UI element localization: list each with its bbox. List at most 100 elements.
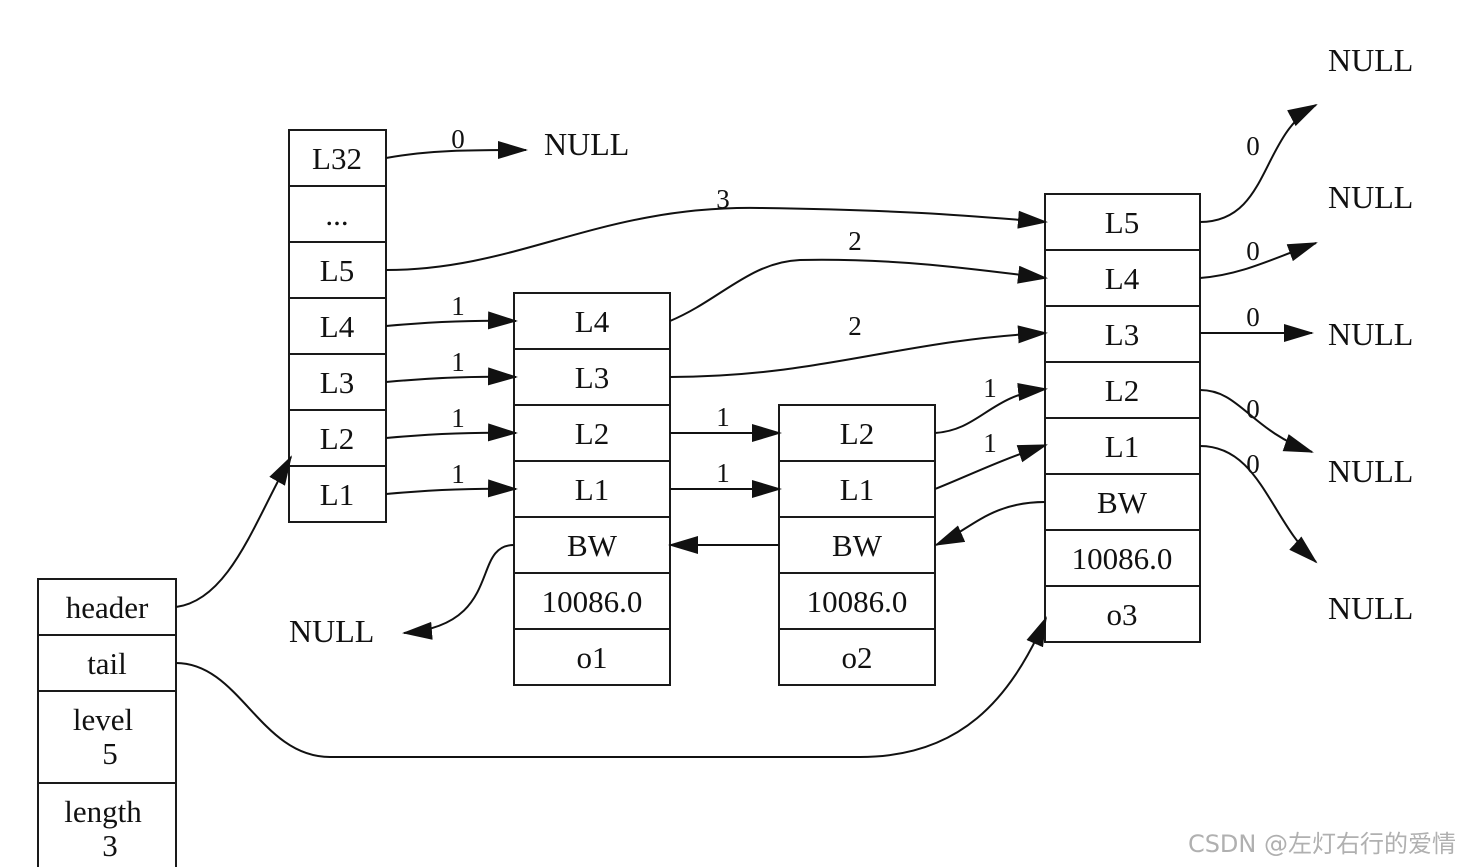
- node-o3-level-label: L4: [1105, 261, 1140, 296]
- backward-arrow: [934, 501, 1046, 546]
- node-o1-backward-label: BW: [567, 528, 618, 563]
- node-o3-level-label: L3: [1105, 317, 1139, 352]
- span-label: 0: [1246, 449, 1260, 479]
- node-o2-backward-cell: [778, 516, 936, 574]
- span-label: 3: [716, 184, 730, 214]
- forward-arrow: [385, 206, 1048, 271]
- node-o3-backward-label: BW: [1097, 485, 1148, 520]
- zskiplist-length-label: length: [64, 794, 142, 829]
- zskiplist-struct: header tail level 5 length 3: [37, 578, 177, 867]
- span-label: 1: [451, 459, 465, 489]
- node-o3-obj: o3: [1107, 597, 1138, 632]
- zskiplist-tail-label: tail: [87, 646, 127, 681]
- node-o1-score-cell: [513, 572, 671, 630]
- header-node-level-label: L4: [320, 309, 355, 344]
- null-label: NULL: [1328, 316, 1413, 352]
- node-o2-score: 10086.0: [807, 584, 908, 619]
- node-o1-obj-cell: [513, 628, 671, 686]
- node-o1-level-cell: [513, 348, 671, 406]
- edges: [175, 104, 1318, 758]
- tail-pointer-arrow: [175, 616, 1047, 758]
- node-o1-level-label: L2: [575, 416, 609, 451]
- watermark: CSDN @左灯右行的爱情: [1187, 830, 1456, 858]
- forward-arrow: [1199, 445, 1318, 564]
- zskiplist-tail-cell: [37, 634, 177, 692]
- forward-arrow: [385, 423, 518, 442]
- header-node-level-label: L1: [320, 477, 354, 512]
- header-node-level-label: ...: [325, 197, 348, 232]
- zskiplist-length-cell: [37, 782, 177, 867]
- span-labels: 0 3 1 1 1 1 2 2 1 1 1 1 0 0 0 0 0: [451, 124, 1260, 489]
- forward-arrow: [669, 258, 1048, 322]
- node-o3: L5 L4 L3 L2 L1 BW 10086.0 o3: [1044, 193, 1201, 643]
- node-o3-obj-cell: [1044, 585, 1201, 643]
- node-o3-level-label: L1: [1105, 429, 1139, 464]
- null-label: NULL: [1328, 42, 1413, 78]
- span-label: 0: [1246, 131, 1260, 161]
- node-o1: L4 L3 L2 L1 BW 10086.0 o1: [513, 292, 671, 686]
- span-label: 0: [1246, 302, 1260, 332]
- null-label: NULL: [1328, 453, 1413, 489]
- forward-arrow: [385, 311, 518, 330]
- span-label: 1: [451, 403, 465, 433]
- header-node-level-cell: [288, 241, 387, 299]
- node-o3-score: 10086.0: [1072, 541, 1173, 576]
- forward-arrow: [1199, 104, 1318, 223]
- span-label: 2: [848, 226, 862, 256]
- zskiplist-header-cell: [37, 578, 177, 636]
- node-o3-level-cell: [1044, 417, 1201, 475]
- node-o2: L2 L1 BW 10086.0 o2: [778, 404, 936, 686]
- node-o1-level-label: L3: [575, 360, 609, 395]
- node-o3-level-cell: [1044, 249, 1201, 307]
- header-node: L32 ... L5 L4 L3 L2 L1: [288, 129, 387, 523]
- node-o2-obj-cell: [778, 628, 936, 686]
- forward-arrow: [669, 325, 1048, 378]
- forward-arrow: [385, 367, 518, 386]
- header-node-level-label: L5: [320, 253, 354, 288]
- forward-arrow: [1199, 389, 1314, 453]
- null-label: NULL: [289, 613, 374, 649]
- node-o3-backward-cell: [1044, 473, 1201, 531]
- header-node-level-cell: [288, 465, 387, 523]
- node-o3-score-cell: [1044, 529, 1201, 587]
- null-label: NULL: [544, 126, 629, 162]
- zskiplist-length-value: 3: [102, 828, 118, 863]
- header-node-level-label: L32: [312, 141, 362, 176]
- node-o2-level-label: L1: [840, 472, 874, 507]
- zskiplist-level-label: level: [73, 702, 133, 737]
- span-label: 0: [451, 124, 465, 154]
- node-o3-level-label: L2: [1105, 373, 1139, 408]
- header-node-level-cell: [288, 129, 387, 187]
- span-label: 1: [451, 291, 465, 321]
- header-pointer-arrow: [175, 455, 292, 608]
- header-node-level-label: L3: [320, 365, 354, 400]
- null-label: NULL: [1328, 179, 1413, 215]
- forward-arrow: [385, 479, 518, 498]
- span-label: 2: [848, 311, 862, 341]
- node-o1-score: 10086.0: [542, 584, 643, 619]
- null-label: NULL: [1328, 590, 1413, 626]
- zskiplist-level-value: 5: [102, 736, 118, 771]
- span-label: 1: [716, 458, 730, 488]
- header-node-level-label: L2: [320, 421, 354, 456]
- span-label: 0: [1246, 236, 1260, 266]
- node-o2-level-cell: [778, 460, 936, 518]
- forward-arrow: [1199, 242, 1318, 279]
- node-o2-level-label: L2: [840, 416, 874, 451]
- node-o3-level-cell: [1044, 305, 1201, 363]
- span-label: 1: [983, 373, 997, 403]
- node-o2-backward-label: BW: [832, 528, 883, 563]
- node-o3-level-cell: [1044, 361, 1201, 419]
- node-o2-obj: o2: [842, 640, 873, 675]
- span-label: 0: [1246, 394, 1260, 424]
- zskiplist-level-cell: [37, 690, 177, 784]
- span-label: 1: [716, 402, 730, 432]
- header-node-level-cell: [288, 185, 387, 243]
- node-o1-obj: o1: [577, 640, 608, 675]
- node-o3-level-label: L5: [1105, 205, 1139, 240]
- forward-arrow: [934, 383, 1048, 434]
- null-labels: NULL NULL NULL NULL NULL NULL NULL: [289, 42, 1413, 649]
- backward-arrow: [402, 544, 515, 640]
- node-o1-level-label: L1: [575, 472, 609, 507]
